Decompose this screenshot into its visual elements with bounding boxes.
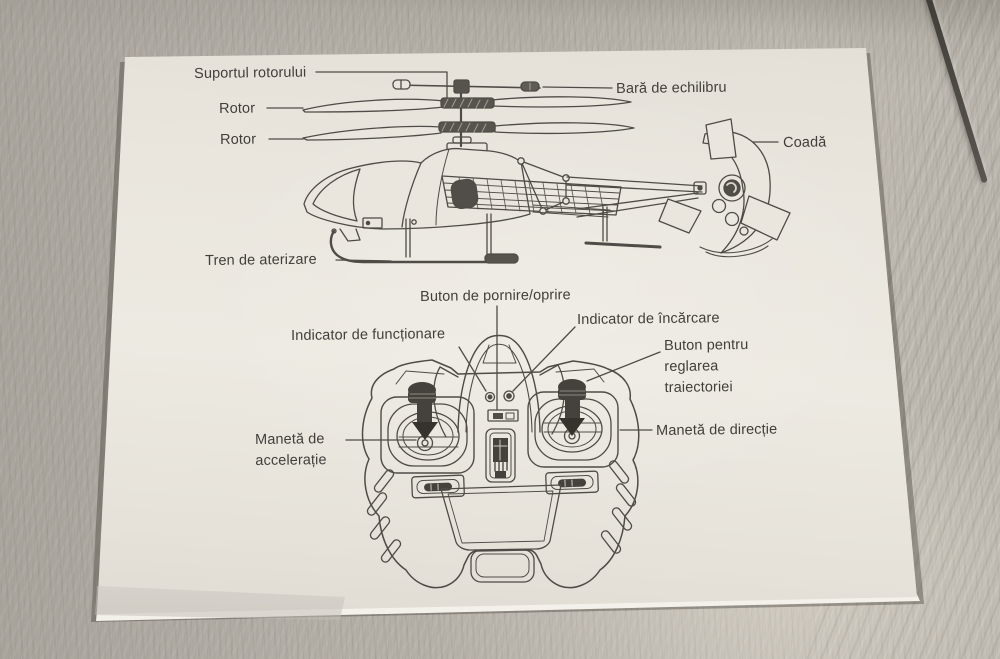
label-balance-bar: Bară de echilibru <box>616 79 727 97</box>
label-direction-stick: Manetă de direcție <box>656 421 778 439</box>
label-tail: Coadă <box>783 134 827 151</box>
label-power-button: Buton de pornire/oprire <box>420 287 571 305</box>
label-operation-indicator: Indicator de funcționare <box>291 326 446 344</box>
label-rotor-support: Suportul rotorului <box>194 64 307 82</box>
label-trajectory-button: Buton pentru reglarea traiectoriei <box>664 336 749 396</box>
label-throttle-stick: Manetă de accelerație <box>255 431 327 469</box>
label-rotor-bottom: Rotor <box>220 131 257 148</box>
remote-drawing <box>361 334 640 589</box>
label-rotor-top: Rotor <box>219 100 256 117</box>
helicopter-drawing <box>302 79 791 264</box>
label-landing-gear: Tren de aterizare <box>205 251 317 269</box>
label-charging-indicator: Indicator de încărcare <box>577 310 720 328</box>
